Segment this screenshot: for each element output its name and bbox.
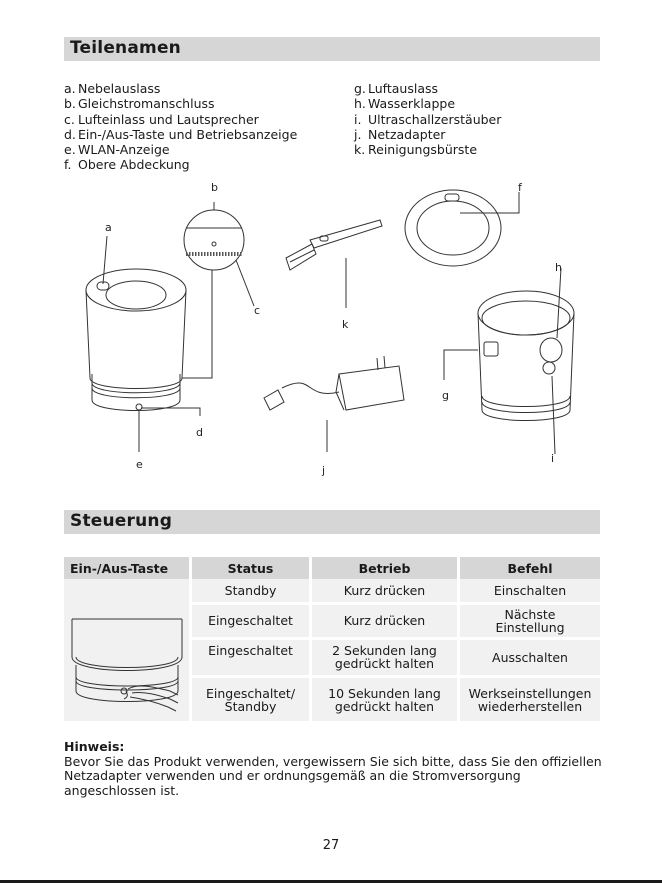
header-operation: Betrieb	[312, 557, 460, 579]
status-cell: Standby	[192, 579, 312, 606]
top-cover-illustration	[404, 189, 520, 267]
table-row: Standby Kurz drücken Einschalten	[64, 579, 600, 724]
command-cell: Ausschalten	[460, 639, 600, 679]
command-cell: Werkseinstellungen wiederherstellen	[460, 678, 600, 724]
part-item-e: e.WLAN-Anzeige	[64, 142, 170, 158]
part-item-i: i.Ultraschallzerstäuber	[354, 111, 502, 127]
table-row: Eingeschaltet 2 Sekunden lang gedrückt h…	[64, 639, 600, 679]
power-button-illustration-cell	[64, 579, 192, 724]
callout-a: a	[105, 221, 112, 234]
status-cell: Eingeschaltet	[192, 639, 312, 679]
part-item-h: h.Wasserklappe	[354, 96, 456, 112]
operation-cell: Kurz drücken	[312, 605, 460, 640]
status-cell: Eingeschaltet/ Standby	[192, 678, 312, 724]
power-adapter-illustration	[263, 355, 405, 452]
part-item-g: g.Luftauslass	[354, 81, 439, 96]
part-item-b: b.Gleichstromanschluss	[64, 96, 215, 112]
section-header-control: Steuerung	[64, 510, 600, 534]
command-cell: Nächste Einstellung	[460, 605, 600, 640]
header-power-button: Ein-/Aus-Taste	[64, 557, 192, 579]
section-title-control: Steuerung	[70, 511, 173, 531]
callout-h: h	[555, 261, 562, 274]
operation-cell: 2 Sekunden lang gedrückt halten	[312, 639, 460, 679]
note-block: Hinweis: Bevor Sie das Produkt verwenden…	[64, 739, 604, 798]
part-item-k: k.Reinigungsbürste	[354, 142, 478, 158]
callout-i: i	[551, 452, 554, 465]
water-tank-illustration	[443, 267, 575, 455]
note-title: Hinweis:	[64, 739, 125, 754]
section-header-parts: Teilenamen	[64, 37, 600, 61]
control-table-header: Ein-/Aus-Taste Status Betrieb Befehl	[64, 557, 600, 579]
finger-press-illustration	[71, 618, 182, 712]
callout-d: d	[196, 426, 203, 439]
part-item-f: f.Obere Abdeckung	[64, 157, 190, 173]
callout-b: b	[211, 181, 218, 194]
parts-list-left: a.Nebelauslass b.Gleichstromanschluss c.…	[64, 81, 297, 173]
operation-cell: 10 Sekunden lang gedrückt halten	[312, 678, 460, 724]
control-table: Ein-/Aus-Taste Status Betrieb Befehl	[64, 557, 600, 724]
callout-k: k	[342, 318, 349, 331]
callout-c: c	[254, 304, 260, 317]
status-cell: Eingeschaltet	[192, 605, 312, 640]
callout-e: e	[136, 458, 143, 471]
command-cell: Einschalten	[460, 579, 600, 606]
note-text: Bevor Sie das Produkt verwenden, vergewi…	[64, 753, 602, 798]
operation-cell: Kurz drücken	[312, 579, 460, 606]
table-row: Eingeschaltet Kurz drücken Nächste Einst…	[64, 605, 600, 640]
callout-j: j	[321, 464, 325, 477]
section-title-parts: Teilenamen	[70, 38, 181, 58]
header-command: Befehl	[460, 557, 600, 579]
callout-f: f	[518, 181, 523, 194]
page-number: 27	[322, 838, 340, 853]
header-status: Status	[192, 557, 312, 579]
part-item-a: a.Nebelauslass	[64, 81, 161, 96]
table-row: Eingeschaltet/ Standby 10 Sekunden lang …	[64, 678, 600, 724]
dc-port-zoom	[183, 209, 255, 307]
part-item-d: d.Ein-/Aus-Taste und Betriebsanzeige	[64, 126, 298, 142]
parts-list-right: g.Luftauslass h.Wasserklappe i.Ultrascha…	[354, 81, 501, 157]
part-item-c: c.Lufteinlass und Lautsprecher	[64, 111, 259, 127]
bottom-rule	[0, 880, 662, 883]
parts-diagram: a b c d e f g h i j k	[85, 181, 575, 477]
part-item-j: j.Netzadapter	[354, 126, 446, 142]
callout-g: g	[442, 389, 449, 402]
cleaning-brush-illustration	[285, 219, 383, 308]
humidifier-illustration	[85, 268, 187, 411]
